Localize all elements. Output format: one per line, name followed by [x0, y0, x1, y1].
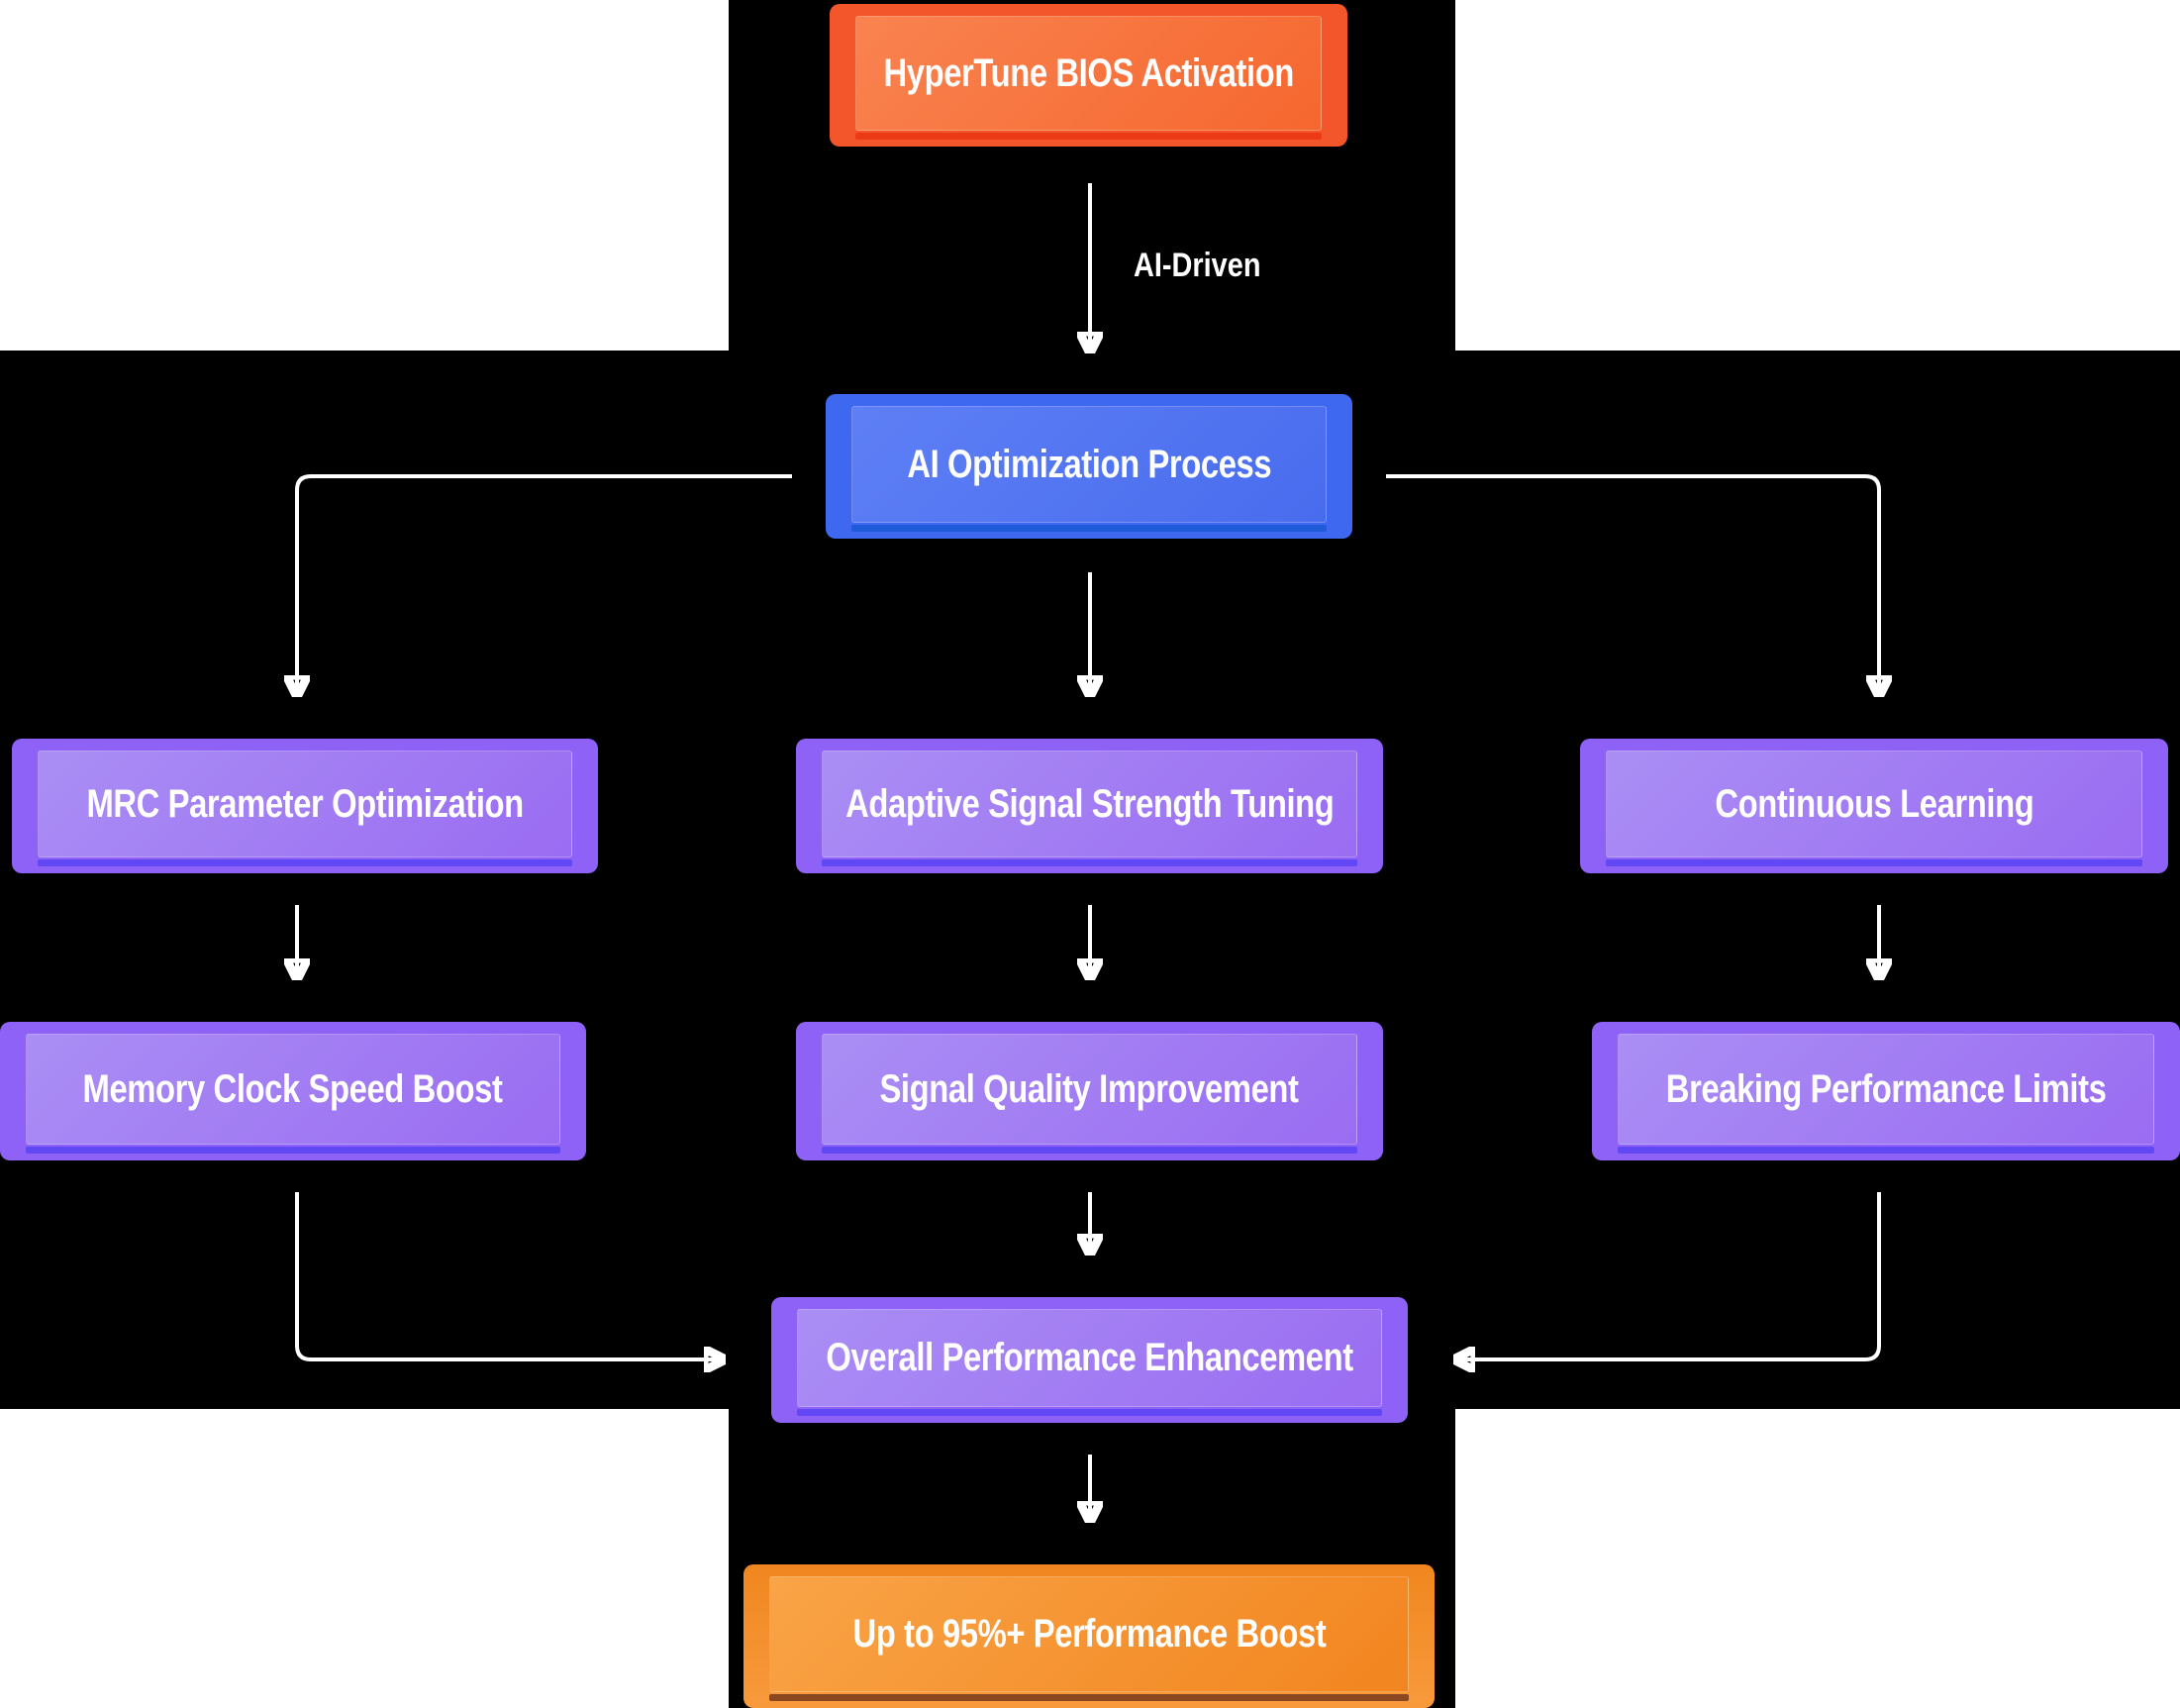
- node-hypertune-bios-activation: HyperTune BIOS Activation: [830, 4, 1347, 147]
- node-label: AI Optimization Process: [907, 442, 1271, 486]
- node-shadow-strip: [855, 133, 1322, 140]
- node-shadow-strip: [26, 1147, 560, 1154]
- edge-limits-to-overall-arrow: [1455, 1192, 1881, 1359]
- node-adaptive-signal-strength-tuning: Adaptive Signal Strength Tuning: [796, 739, 1383, 873]
- edge-ai-to-mrc-arrow: [297, 474, 792, 695]
- node-overall-performance-enhancement: Overall Performance Enhancement: [771, 1297, 1408, 1423]
- node-panel: MRC Parameter Optimization: [38, 751, 572, 857]
- node-label: Memory Clock Speed Boost: [83, 1066, 503, 1111]
- node-performance-boost: Up to 95%+ Performance Boost: [743, 1564, 1435, 1708]
- node-label: MRC Parameter Optimization: [86, 781, 524, 826]
- node-label: HyperTune BIOS Activation: [883, 50, 1294, 95]
- node-panel: Signal Quality Improvement: [822, 1034, 1357, 1145]
- node-mrc-parameter-optimization: MRC Parameter Optimization: [12, 739, 598, 873]
- node-panel: Adaptive Signal Strength Tuning: [822, 751, 1357, 857]
- edge-memory-to-overall-arrow: [295, 1192, 724, 1359]
- node-shadow-strip: [797, 1409, 1382, 1416]
- node-ai-optimization-process: AI Optimization Process: [826, 394, 1352, 539]
- edge-label-ai-driven: AI-Driven: [1134, 247, 1261, 284]
- node-shadow-strip: [822, 859, 1357, 866]
- node-shadow-strip: [769, 1694, 1409, 1701]
- node-label: Signal Quality Improvement: [879, 1066, 1300, 1111]
- node-panel: Overall Performance Enhancement: [797, 1309, 1382, 1407]
- node-panel: Continuous Learning: [1606, 751, 2142, 857]
- node-label: Overall Performance Enhancement: [826, 1336, 1353, 1379]
- node-panel: Up to 95%+ Performance Boost: [769, 1576, 1409, 1692]
- node-panel: Memory Clock Speed Boost: [26, 1034, 560, 1145]
- node-label: Continuous Learning: [1714, 781, 2034, 826]
- node-shadow-strip: [1606, 859, 2142, 866]
- node-continuous-learning: Continuous Learning: [1580, 739, 2168, 873]
- node-shadow-strip: [822, 1147, 1357, 1154]
- node-memory-clock-speed-boost: Memory Clock Speed Boost: [0, 1022, 586, 1160]
- node-label: Adaptive Signal Strength Tuning: [844, 781, 1335, 826]
- node-label: Breaking Performance Limits: [1665, 1066, 2107, 1111]
- node-shadow-strip: [851, 525, 1327, 532]
- node-label: Up to 95%+ Performance Boost: [852, 1612, 1326, 1656]
- node-signal-quality-improvement: Signal Quality Improvement: [796, 1022, 1383, 1160]
- node-shadow-strip: [38, 859, 572, 866]
- node-panel: AI Optimization Process: [851, 406, 1327, 523]
- node-panel: Breaking Performance Limits: [1618, 1034, 2154, 1145]
- edge-ai-to-learning-arrow: [1386, 474, 1879, 695]
- node-panel: HyperTune BIOS Activation: [855, 16, 1322, 131]
- node-breaking-performance-limits: Breaking Performance Limits: [1592, 1022, 2180, 1160]
- node-shadow-strip: [1618, 1147, 2154, 1154]
